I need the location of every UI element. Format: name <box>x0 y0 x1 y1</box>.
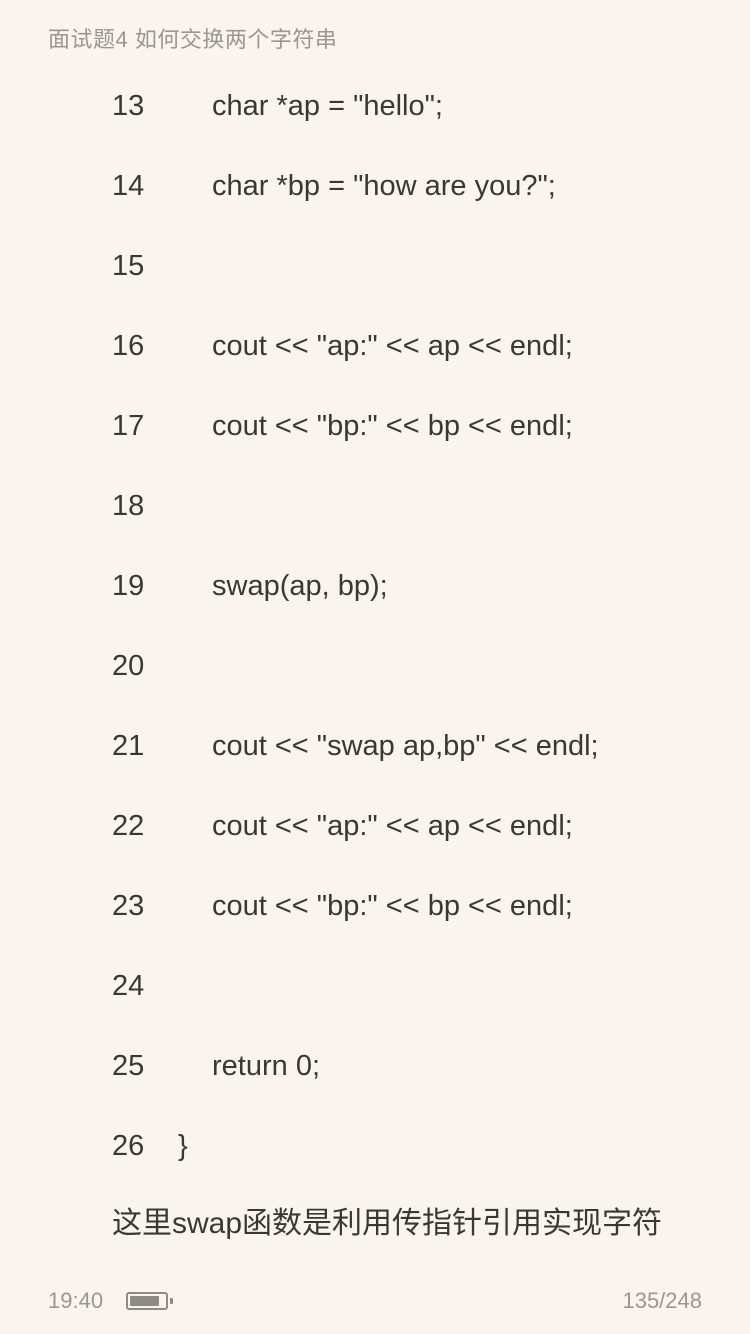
chapter-title: 面试题4 如何交换两个字符串 <box>48 27 338 52</box>
code-line: 26 } <box>0 1126 750 1166</box>
line-number: 18 <box>112 490 145 522</box>
code-line: 24 <box>0 966 750 1006</box>
battery-icon <box>126 1292 168 1310</box>
line-number: 22 <box>112 810 145 842</box>
line-code: cout << "ap:" << ap << endl; <box>212 330 573 362</box>
line-number: 14 <box>112 170 145 202</box>
code-line: 17 cout << "bp:" << bp << endl; <box>0 406 750 446</box>
line-number: 15 <box>112 250 145 282</box>
code-line: 16 cout << "ap:" << ap << endl; <box>0 326 750 366</box>
line-number: 25 <box>112 1050 145 1082</box>
status-time: 19:40 <box>48 1288 104 1313</box>
body-paragraph: 这里swap函数是利用传指针引用实现字符 <box>112 1207 663 1240</box>
line-code: } <box>178 1130 188 1162</box>
line-number: 21 <box>112 730 145 762</box>
code-line: 13 char *ap = "hello"; <box>0 86 750 126</box>
code-line: 14 char *bp = "how are you?"; <box>0 166 750 206</box>
line-number: 20 <box>112 650 145 682</box>
battery-tip <box>170 1298 173 1304</box>
line-number: 13 <box>112 90 145 122</box>
page-indicator: 135/248 <box>622 1288 702 1313</box>
code-line: 22 cout << "ap:" << ap << endl; <box>0 806 750 846</box>
line-number: 24 <box>112 970 145 1002</box>
code-line: 20 <box>0 646 750 686</box>
code-line: 25 return 0; <box>0 1046 750 1086</box>
code-line: 18 <box>0 486 750 526</box>
line-number: 19 <box>112 570 145 602</box>
code-line: 15 <box>0 246 750 286</box>
line-code: cout << "ap:" << ap << endl; <box>212 810 573 842</box>
line-number: 17 <box>112 410 145 442</box>
code-line: 19 swap(ap, bp); <box>0 566 750 606</box>
line-number: 23 <box>112 890 145 922</box>
line-number: 26 <box>112 1130 145 1162</box>
line-code: swap(ap, bp); <box>212 570 388 602</box>
line-code: cout << "bp:" << bp << endl; <box>212 890 573 922</box>
line-code: cout << "swap ap,bp" << endl; <box>212 730 599 762</box>
line-number: 16 <box>112 330 145 362</box>
line-code: cout << "bp:" << bp << endl; <box>212 410 573 442</box>
battery-fill <box>130 1296 159 1306</box>
line-code: return 0; <box>212 1050 320 1082</box>
code-line: 21 cout << "swap ap,bp" << endl; <box>0 726 750 766</box>
line-code: char *ap = "hello"; <box>212 90 443 122</box>
code-line: 23 cout << "bp:" << bp << endl; <box>0 886 750 926</box>
line-code: char *bp = "how are you?"; <box>212 170 556 202</box>
